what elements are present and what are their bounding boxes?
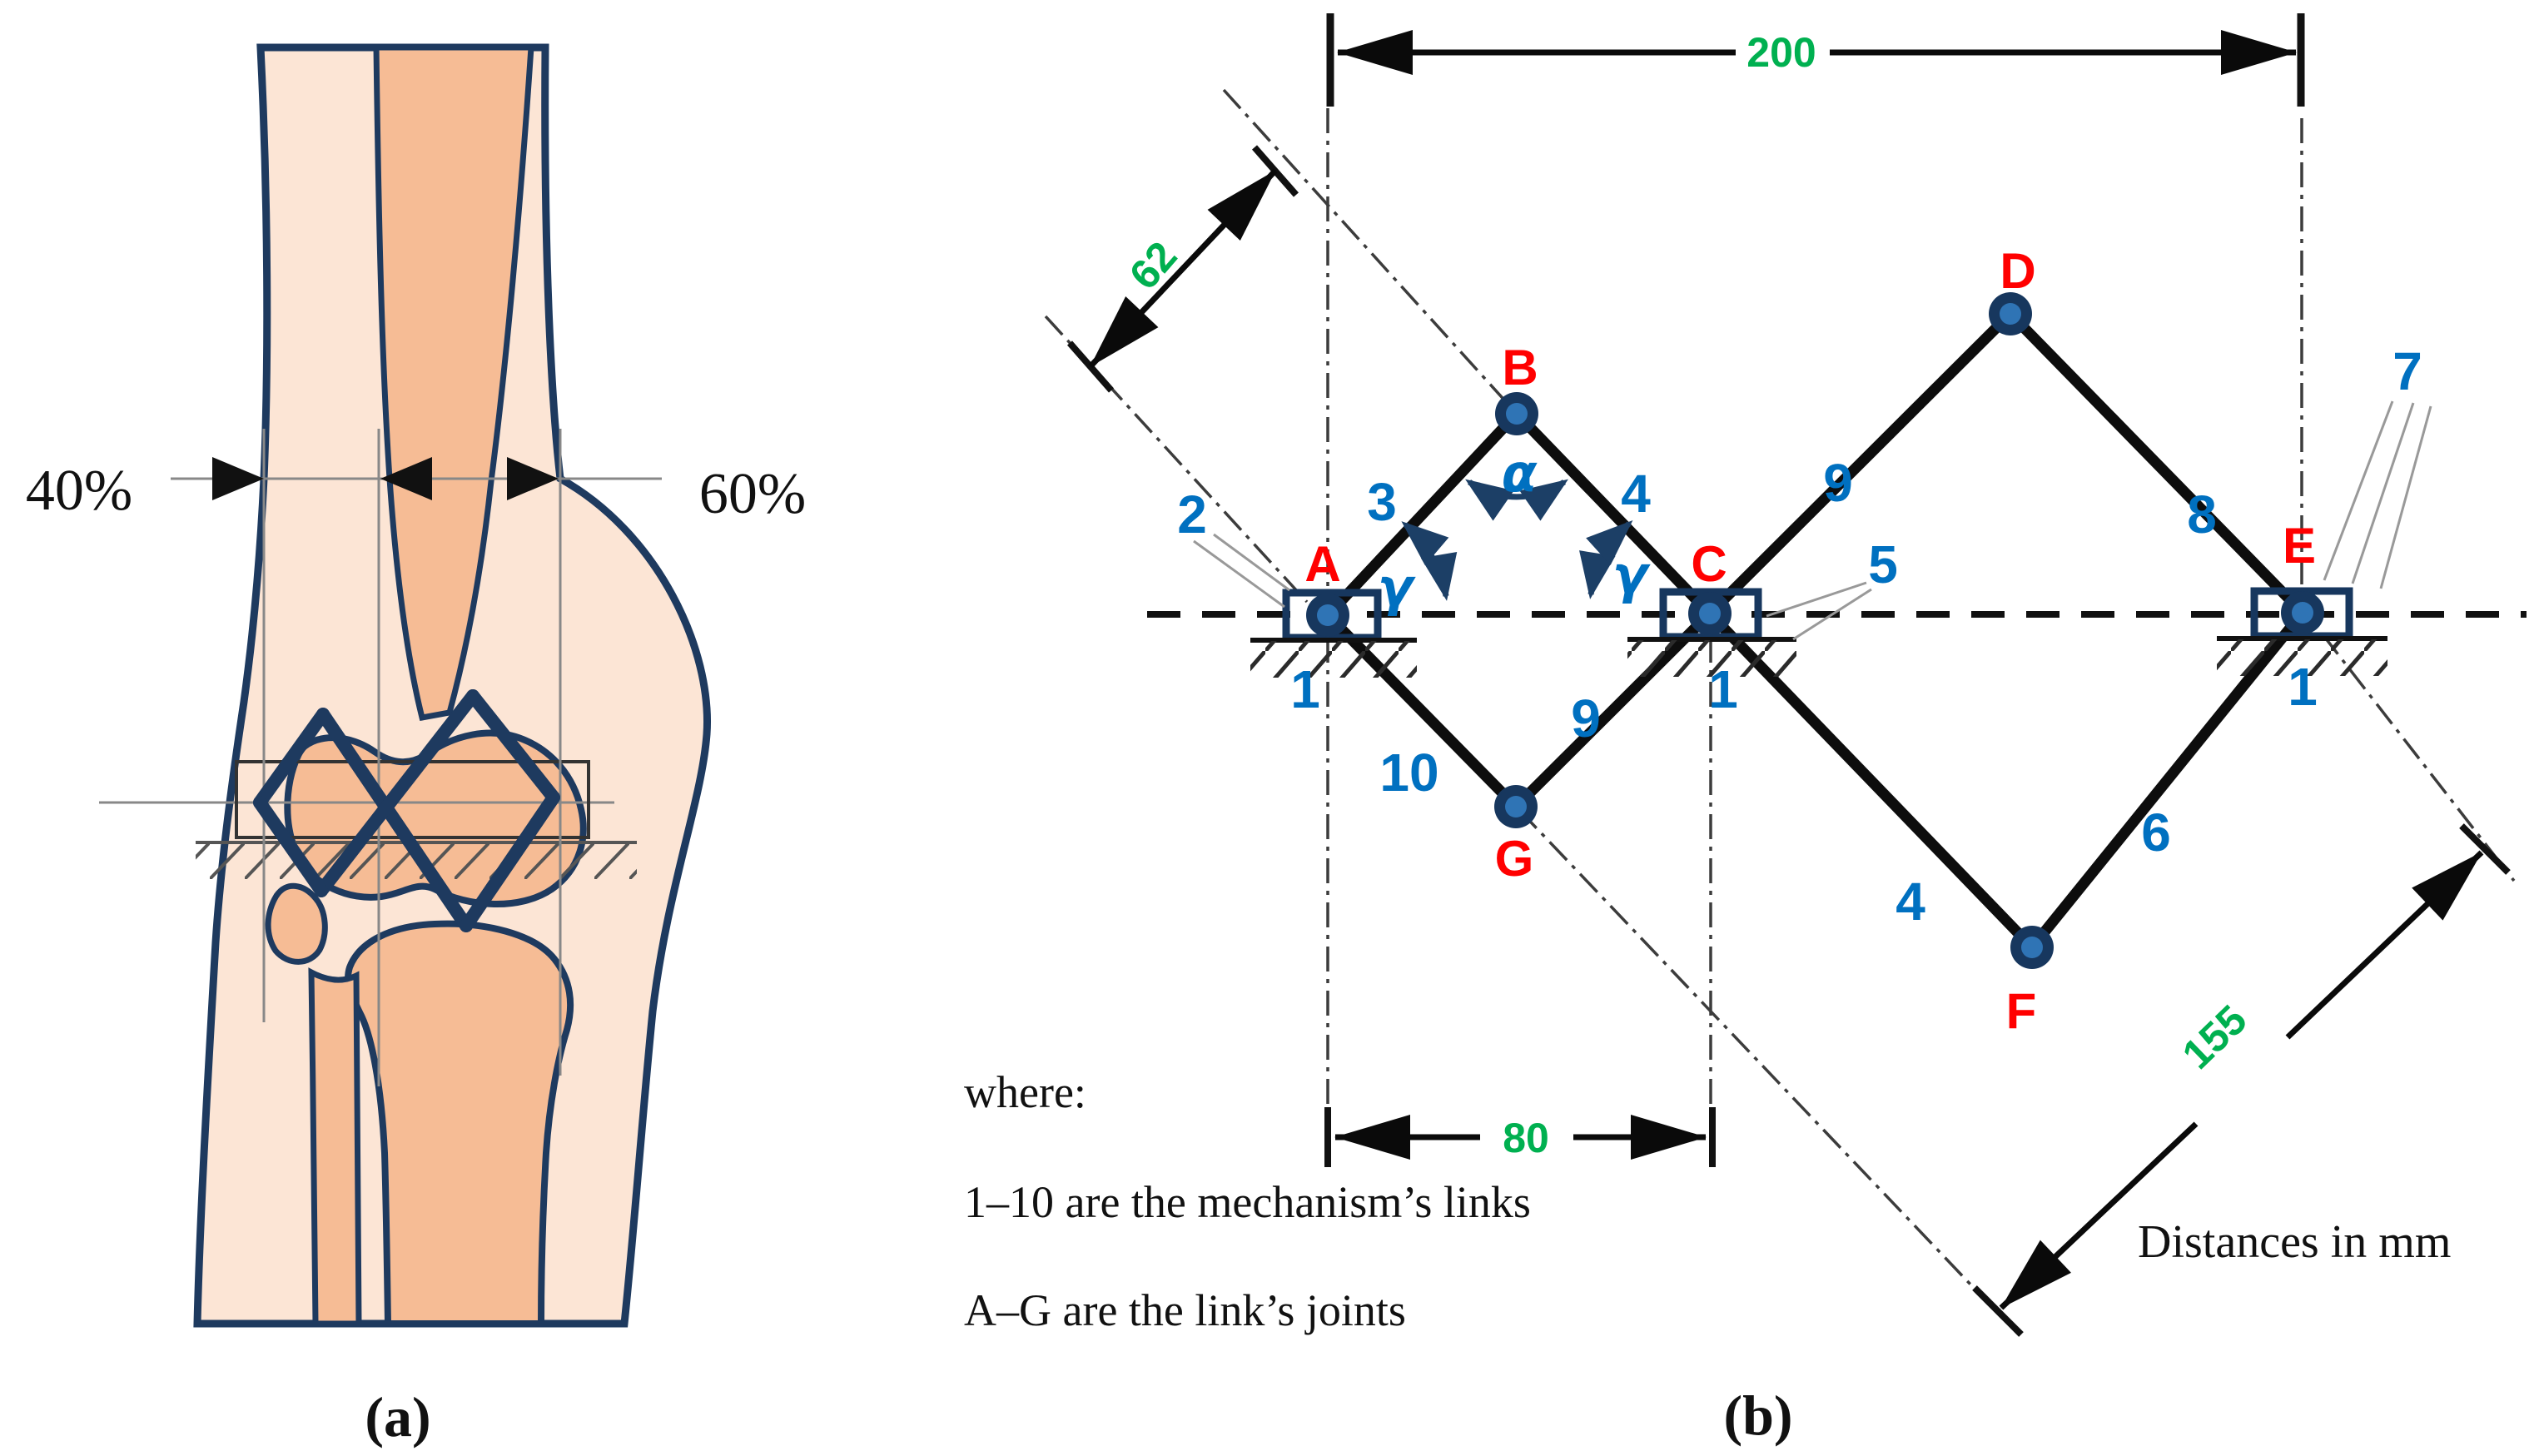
joint-label-D: D xyxy=(2000,243,2035,299)
units-note-label: Distances in mm xyxy=(2138,1216,2451,1268)
fibula-shaft xyxy=(308,967,362,1327)
joint-F xyxy=(2010,926,2054,969)
link-label-7: 7 xyxy=(2392,341,2422,401)
link-label-2: 2 xyxy=(1177,485,1207,544)
callout-lines xyxy=(1193,400,2432,641)
joint-G xyxy=(1494,785,1538,828)
percent-60-label: 60% xyxy=(699,462,806,526)
link-label-6: 6 xyxy=(2141,803,2171,862)
link-label-9: 9 xyxy=(1823,453,1853,513)
link-label-1-A: 1 xyxy=(1290,659,1320,719)
femur-band xyxy=(373,44,534,722)
percent-40-label: 40% xyxy=(26,459,132,523)
joints xyxy=(1306,292,2324,969)
joint-B xyxy=(1495,392,1538,435)
link-label-4b: 4 xyxy=(1896,872,1925,932)
joint-label-A: A xyxy=(1304,536,1340,592)
link-label-8: 8 xyxy=(2187,485,2217,544)
alpha-arc xyxy=(1465,479,1568,521)
link-label-5: 5 xyxy=(1868,534,1898,594)
joint-E xyxy=(2281,591,2324,634)
link-label-3: 3 xyxy=(1367,472,1397,532)
joint-label-G: G xyxy=(1495,831,1534,887)
knee-mechanism-overlay xyxy=(253,689,560,932)
joint-C xyxy=(1688,592,1732,635)
joint-label-E: E xyxy=(2283,518,2316,574)
alpha-label: α xyxy=(1502,443,1538,504)
dim-155-label: 155 xyxy=(2174,996,2256,1078)
joint-D xyxy=(1989,292,2032,335)
gamma-label-C: γ xyxy=(1612,544,1651,605)
link-8-DE xyxy=(2005,308,2308,619)
joints-note-label: A–G are the link’s joints xyxy=(964,1285,1406,1335)
joint-label-F: F xyxy=(2006,983,2037,1039)
link-label-4: 4 xyxy=(1621,464,1651,524)
dimension-200: 200 xyxy=(1326,13,2305,107)
links-note-label: 1–10 are the mechanism’s links xyxy=(964,1177,1531,1227)
joint-label-B: B xyxy=(1502,340,1538,395)
where-label: where: xyxy=(964,1067,1086,1117)
panel-a: 40% 60% (a) xyxy=(26,43,806,1449)
panel-a-label: (a) xyxy=(365,1385,430,1449)
dim-62-label: 62 xyxy=(1120,232,1186,298)
link-9-GCD xyxy=(1510,308,2016,812)
dim-80-label: 80 xyxy=(1503,1115,1549,1161)
angle-arcs xyxy=(1401,479,1633,601)
link-label-10: 10 xyxy=(1379,743,1438,803)
gamma-arc-C xyxy=(1579,519,1633,599)
panel-b: 200 62 80 155 xyxy=(964,13,2527,1447)
panel-b-label: (b) xyxy=(1723,1384,1792,1447)
link-label-1-E: 1 xyxy=(2288,657,2318,717)
dim-200-label: 200 xyxy=(1746,29,1816,76)
joint-A xyxy=(1306,594,1349,637)
ground-symbols xyxy=(1250,636,2387,678)
joint-label-C: C xyxy=(1691,536,1727,592)
extension-lines-a xyxy=(262,429,562,1086)
gamma-arc-A xyxy=(1401,521,1458,601)
link-label-9b: 9 xyxy=(1571,688,1601,748)
link-4-BCF xyxy=(1511,408,2038,953)
dimension-80: 80 xyxy=(1324,1107,1716,1167)
fibula-head xyxy=(265,882,328,965)
dimension-62: 62 xyxy=(1066,145,1299,393)
percent-arrows xyxy=(212,457,559,500)
link-3-AB xyxy=(1322,408,1523,621)
link-label-1-C: 1 xyxy=(1708,659,1738,719)
gamma-label-A: γ xyxy=(1378,557,1416,618)
